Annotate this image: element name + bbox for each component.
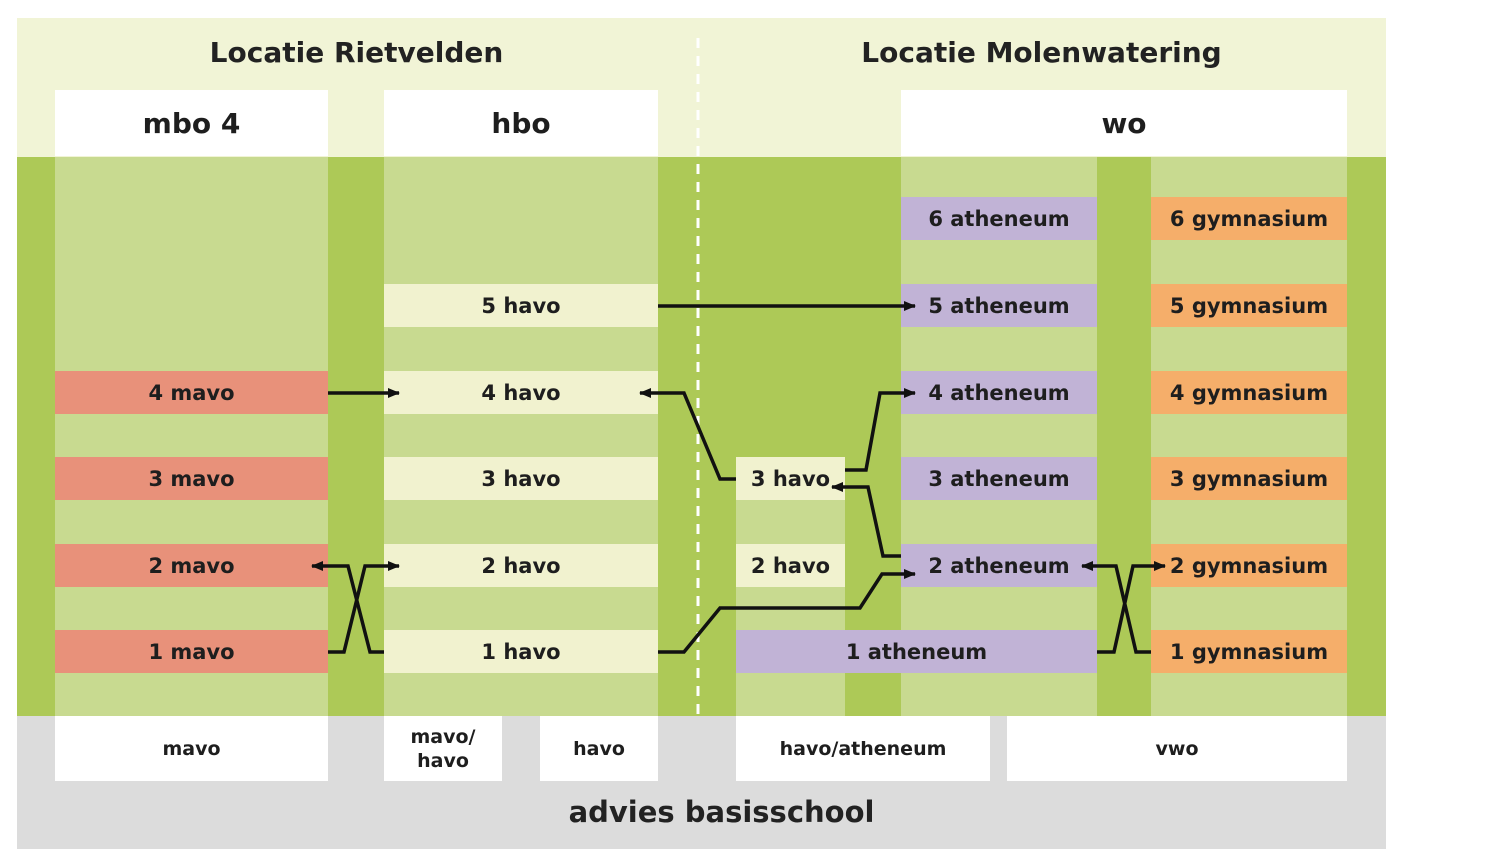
year-box-2-atheneum: 2 atheneum — [901, 544, 1097, 587]
year-box-6-atheneum: 6 atheneum — [901, 197, 1097, 240]
year-box-5-atheneum: 5 atheneum — [901, 284, 1097, 327]
year-box-2-gymnasium: 2 gymnasium — [1151, 544, 1347, 587]
advice-mavo-havo: mavo/ havo — [384, 716, 502, 781]
year-box-1-mavo: 1 mavo — [55, 630, 328, 673]
location-rietvelden-title: Locatie Rietvelden — [209, 36, 504, 69]
arrow-2atheneum-to-3havo — [831, 482, 901, 558]
lane-atheneum — [901, 157, 1097, 716]
lane-gymnasium — [1151, 157, 1347, 716]
arrow-1mavo-to-2havo — [328, 561, 400, 654]
year-box-3-mavo: 3 mavo — [55, 457, 328, 500]
year-box-2-havo: 2 havo — [384, 544, 658, 587]
target-mbo4: mbo 4 — [55, 90, 328, 156]
year-box-5-havo: 5 havo — [384, 284, 658, 327]
year-box-4-havo: 4 havo — [384, 371, 658, 414]
arrow-1havo-to-2atheneum — [658, 569, 916, 654]
lane-mavo — [55, 157, 328, 716]
year-box-1-havo: 1 havo — [384, 630, 658, 673]
location-molenwatering-title: Locatie Molenwatering — [861, 36, 1222, 69]
year-box-6-gymnasium: 6 gymnasium — [1151, 197, 1347, 240]
arrow-3havo-to-4atheneum — [845, 388, 916, 472]
advice-havo-atheneum: havo/atheneum — [736, 716, 990, 781]
year-box-3-havo-bridge: 3 havo — [736, 457, 845, 500]
year-box-3-atheneum: 3 atheneum — [901, 457, 1097, 500]
arrow-1havo-to-2mavo — [311, 561, 384, 654]
arrow-1atheneum-to-2gymnasium — [1097, 561, 1166, 654]
arrow-1gymnasium-to-2atheneum — [1081, 561, 1151, 654]
advice-footer-label: advies basisschool — [568, 795, 875, 829]
advice-mavo: mavo — [55, 716, 328, 781]
advice-havo: havo — [540, 716, 658, 781]
arrow-3havo-to-4havo — [639, 388, 736, 481]
year-box-2-havo-bridge: 2 havo — [736, 544, 845, 587]
year-box-1-gymnasium: 1 gymnasium — [1151, 630, 1347, 673]
target-wo: wo — [901, 90, 1347, 156]
year-box-4-atheneum: 4 atheneum — [901, 371, 1097, 414]
year-box-3-havo: 3 havo — [384, 457, 658, 500]
year-box-1-atheneum: 1 atheneum — [736, 630, 1097, 673]
lane-havo — [384, 157, 658, 716]
year-box-3-gymnasium: 3 gymnasium — [1151, 457, 1347, 500]
target-hbo: hbo — [384, 90, 658, 156]
year-box-4-mavo: 4 mavo — [55, 371, 328, 414]
advice-vwo: vwo — [1007, 716, 1347, 781]
year-box-4-gymnasium: 4 gymnasium — [1151, 371, 1347, 414]
year-box-5-gymnasium: 5 gymnasium — [1151, 284, 1347, 327]
year-box-2-mavo: 2 mavo — [55, 544, 328, 587]
